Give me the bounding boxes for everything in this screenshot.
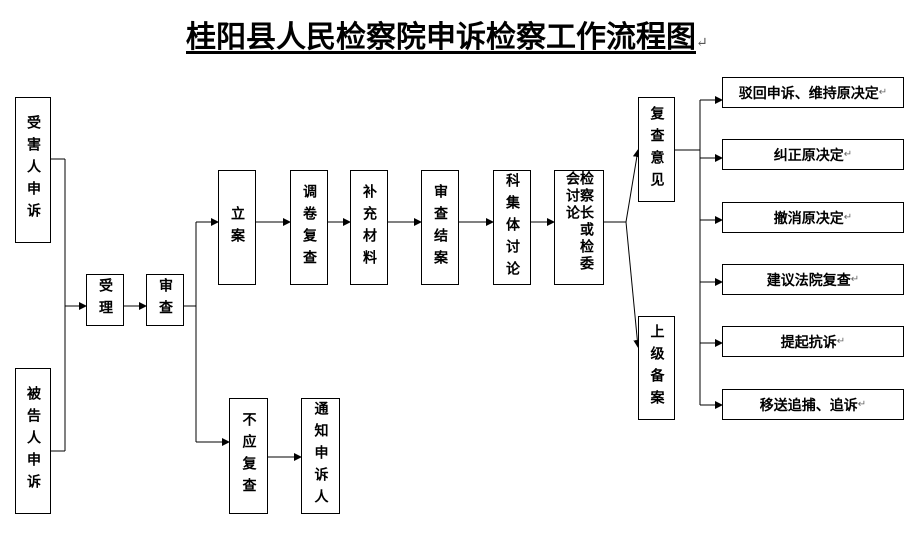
- outcome-label: 纠正原决定: [773, 147, 844, 164]
- node-close-review: 审查结案: [421, 170, 459, 285]
- node-label: 科集体讨论: [504, 172, 520, 283]
- node-label: 审查: [157, 278, 173, 322]
- node-accept: 受理: [86, 274, 124, 326]
- outcome-label: 建议法院复查: [766, 272, 851, 289]
- paragraph-mark-icon: ↵: [850, 274, 860, 285]
- outcome-label: 提起抗诉: [780, 334, 837, 351]
- paragraph-mark-icon: ↵: [843, 212, 853, 223]
- page-title: 桂阳县人民检察院申诉检察工作流程图↵: [186, 18, 708, 58]
- title-text: 桂阳县人民检察院申诉检察工作流程图: [186, 20, 696, 55]
- node-label: 不应复查: [240, 412, 257, 500]
- node-notify: 通知申诉人: [301, 398, 340, 514]
- arrow-to-superior: [625, 221, 642, 348]
- node-label: 上级备案: [648, 324, 665, 412]
- node-no-review: 不应复查: [229, 398, 268, 514]
- node-review: 审查: [146, 274, 184, 326]
- node-section-discussion: 科集体讨论: [493, 170, 531, 285]
- node-superior-filing: 上级备案: [638, 316, 675, 420]
- outcome-label: 驳回申诉、维持原决定: [738, 85, 879, 102]
- node-outcome-court-review: 建议法院复查↵: [722, 264, 904, 295]
- node-label: 立案: [229, 205, 245, 250]
- node-label: 检察长或检委会讨论: [564, 171, 594, 273]
- outcome-label: 移送追捕、追诉: [759, 397, 858, 414]
- node-label: 受害人申诉: [25, 115, 41, 225]
- node-outcome-correct: 纠正原决定↵: [722, 139, 904, 170]
- node-victim-appeal: 受害人申诉: [15, 97, 51, 243]
- node-outcome-revoke: 撤消原决定↵: [722, 202, 904, 233]
- node-label: 审查结案: [432, 183, 448, 272]
- node-retrieve-files: 调卷复查: [290, 170, 328, 285]
- node-outcome-prosecute: 移送追捕、追诉↵: [722, 389, 904, 420]
- paragraph-mark-icon: ↵: [696, 35, 708, 51]
- node-outcome-uphold: 驳回申诉、维持原决定↵: [722, 77, 904, 108]
- node-label: 被告人申诉: [25, 386, 41, 496]
- node-label: 受理: [97, 278, 113, 322]
- node-outcome-protest: 提起抗诉↵: [722, 326, 904, 357]
- node-label: 通知申诉人: [312, 401, 329, 511]
- paragraph-mark-icon: ↵: [878, 87, 888, 98]
- outcome-label: 撤消原决定: [773, 210, 844, 227]
- node-label: 调卷复查: [301, 183, 317, 272]
- node-review-opinion: 复查意见: [638, 97, 675, 202]
- paragraph-mark-icon: ↵: [857, 399, 867, 410]
- node-chief-discussion: 检察长或检委会讨论: [554, 170, 604, 285]
- node-supplement: 补充材料: [350, 170, 388, 285]
- node-defendant-appeal: 被告人申诉: [15, 368, 51, 514]
- node-label: 复查意见: [648, 105, 665, 194]
- node-label: 补充材料: [361, 183, 377, 272]
- paragraph-mark-icon: ↵: [836, 336, 846, 347]
- arrow-to-opinion: [625, 149, 641, 223]
- node-file-case: 立案: [218, 170, 256, 285]
- paragraph-mark-icon: ↵: [843, 149, 853, 160]
